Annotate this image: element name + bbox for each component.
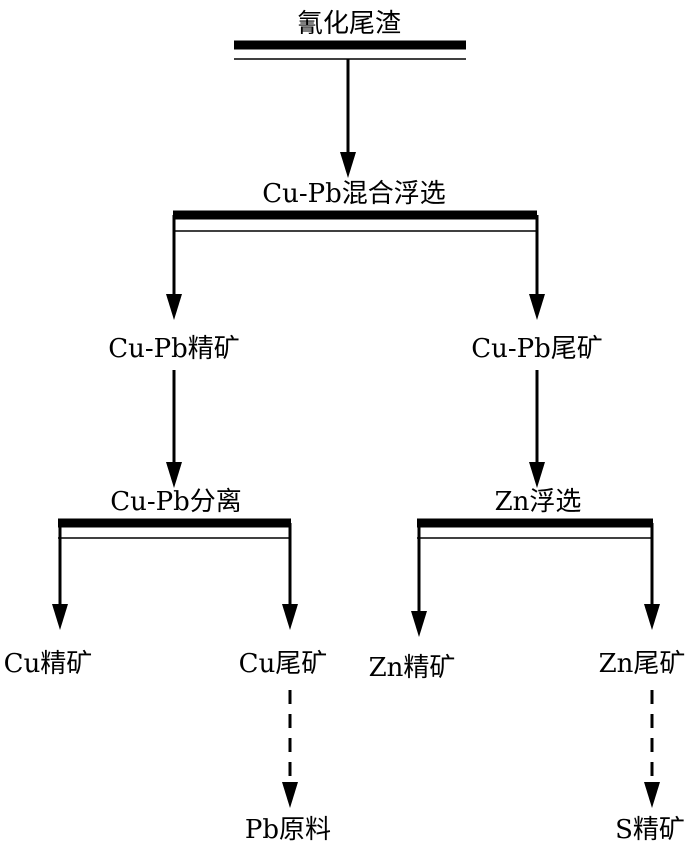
node-zn-tailings: Zn尾矿 — [599, 649, 686, 679]
node-cupb-concentrate: Cu-Pb精矿 — [108, 334, 240, 364]
node-cupb-separation: Cu-Pb分离 — [110, 487, 242, 517]
node-zn-flotation: Zn浮选 — [495, 487, 582, 517]
arrow-to-cupb-tailings — [529, 215, 545, 320]
node-cu-tailings: Cu尾矿 — [239, 649, 328, 679]
node-zn-concentrate: Zn精矿 — [369, 653, 456, 683]
process-bar-zn-flotation — [417, 518, 653, 539]
node-pb-raw-material: Pb原料 — [245, 815, 331, 845]
arrow-to-cupb-concentrate — [166, 215, 182, 320]
arrow-to-zn-tailings — [644, 523, 660, 630]
node-s-concentrate: S精矿 — [615, 815, 685, 845]
dashed-arrow-to-pb-raw-material — [282, 690, 298, 808]
process-bar-cupb-separation — [58, 518, 291, 539]
node-cu-concentrate: Cu精矿 — [4, 649, 93, 679]
arrow-to-cu-concentrate — [52, 523, 68, 630]
process-bar-top — [234, 40, 466, 60]
dashed-arrow-to-s-concentrate — [644, 690, 660, 808]
node-cupb-tailings: Cu-Pb尾矿 — [471, 334, 603, 364]
arrow-to-zn-flotation — [529, 370, 545, 488]
arrow-to-zn-concentrate — [411, 523, 427, 637]
node-cupb-bulk-flotation: Cu-Pb混合浮选 — [262, 179, 446, 209]
arrow-to-cu-tailings — [282, 523, 298, 630]
arrow-to-bulk-flotation — [340, 59, 356, 178]
node-oxidized-tailings: 氰化尾渣 — [297, 9, 401, 39]
arrow-to-cupb-separation — [166, 370, 182, 488]
process-bar-bulk-flotation — [173, 210, 537, 232]
